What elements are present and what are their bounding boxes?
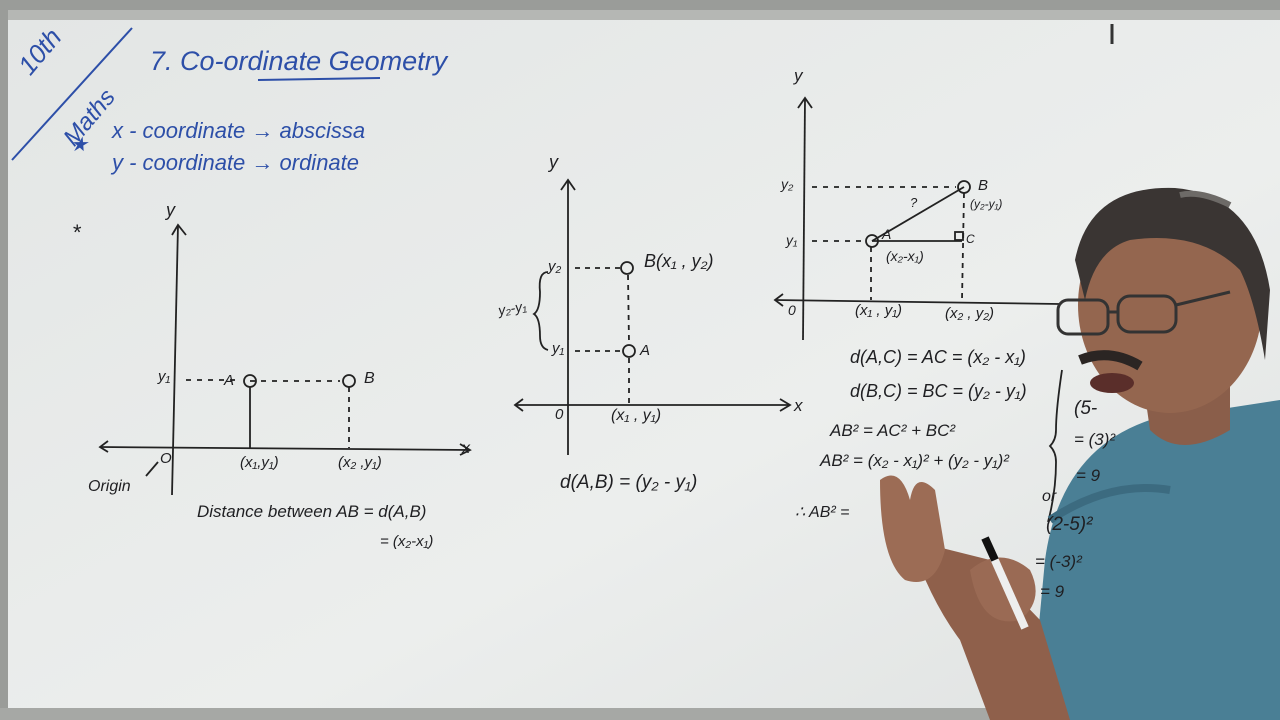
d3-y2: y₂: [781, 176, 794, 192]
d3-hypotenuse: ?: [910, 195, 918, 210]
d3-point-b: B: [978, 177, 989, 194]
diagram1-axes: [98, 223, 472, 496]
d3-point-c: C: [966, 232, 975, 246]
d2-y1: y₁: [552, 340, 565, 357]
equation-ac: d(A,C) = AC = (x₂ - x₁): [850, 347, 1026, 367]
d3-a-coords: (x₁ , y₁): [855, 302, 902, 319]
teacher-shirt: [1030, 400, 1280, 720]
d2-origin-zero: 0: [555, 406, 564, 423]
asterisk-bullet: *: [72, 220, 81, 245]
d1-b-coords: (x₂ ,y₁): [338, 454, 382, 471]
d1-point-b: B: [364, 370, 375, 387]
d2-point-b: B(x₁ , y₂): [644, 251, 714, 271]
bullet-star-icon: ★: [70, 134, 88, 156]
equation-expanded: AB² = (x₂ - x₁)² + (y₂ - y₁)²: [820, 451, 1009, 470]
side-work-3: = 9: [1076, 466, 1101, 485]
side-work-or: or: [1042, 488, 1057, 505]
x-coordinate-definition: x - coordinate → abscissa: [112, 118, 366, 143]
distance-between-text: Distance between AB = d(A,B): [197, 502, 427, 521]
d2-x-label: x: [794, 396, 803, 415]
side-work-5: = (-3)²: [1035, 552, 1082, 571]
d3-y-label: y: [794, 66, 803, 85]
d1-a-coords: (x₁,y₁): [240, 454, 279, 471]
d3-point-a: A: [882, 226, 892, 242]
d1-y1: y₁: [158, 368, 171, 385]
teacher-hand-pointing: [880, 475, 945, 582]
d3-dx: (x₂-x₁): [886, 248, 924, 264]
equation-therefore: ∴ AB² =: [795, 504, 850, 521]
distance-result: = (x₂-x₁): [380, 533, 434, 550]
d1-origin-zero: O: [160, 450, 172, 467]
d3-dy: (y₂-y₁): [970, 197, 1003, 211]
side-work-1: (5-: [1074, 398, 1098, 419]
d2-formula: d(A,B) = (y₂ - y₁): [560, 472, 698, 493]
side-work-4: (2-5)²: [1046, 514, 1093, 535]
d3-b-coords: (x₂ , y₂): [945, 305, 994, 322]
side-work-2: = (3)²: [1074, 430, 1116, 449]
d2-y-label: y: [549, 152, 558, 172]
d3-origin-zero: 0: [788, 302, 796, 318]
d3-y1: y₁: [786, 232, 798, 248]
glasses-icon: [1056, 290, 1231, 336]
equation-pythagoras: AB² = AC² + BC²: [830, 421, 956, 440]
teacher-arm: [910, 540, 1070, 720]
d2-a-coords: (x₁ , y₁): [611, 407, 662, 424]
d2-point-a: A: [640, 342, 651, 359]
d1-x-label: x: [462, 440, 470, 457]
y-coordinate-definition: y - coordinate → ordinate: [112, 150, 360, 175]
side-work-6: = 9: [1040, 582, 1065, 601]
d1-point-a: A: [224, 372, 235, 389]
d1-origin-label: Origin: [88, 478, 131, 495]
equation-bc: d(B,C) = BC = (y₂ - y₁): [850, 381, 1027, 401]
d2-y2: y₂: [548, 258, 562, 275]
d1-y-label: y: [166, 200, 175, 220]
teacher: [880, 187, 1280, 720]
teacher-hair: [1075, 187, 1270, 360]
page-title: 7. Co-ordinate Geometry: [150, 46, 448, 76]
diagram3-axes: [773, 96, 1063, 523]
diagram2-axes: [513, 178, 792, 455]
